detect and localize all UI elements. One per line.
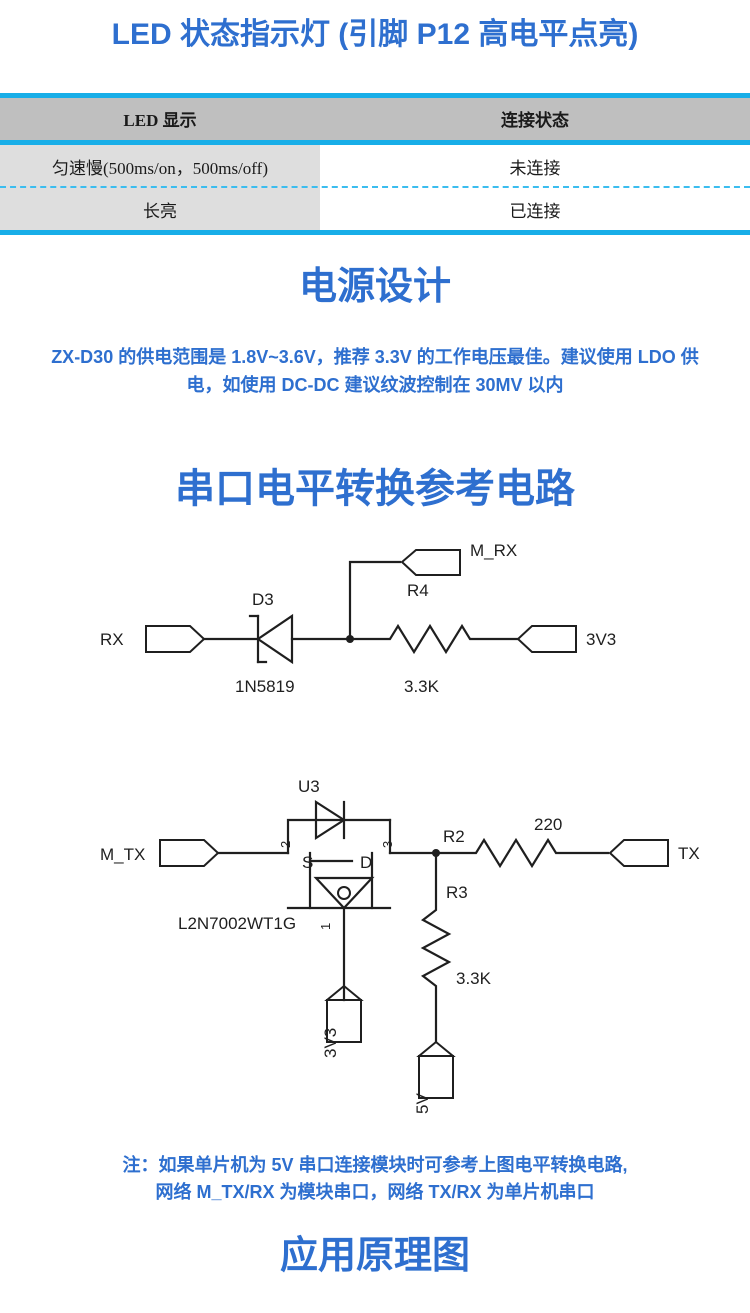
table-top-rule	[0, 93, 750, 98]
circuit-tx-port-in-label: M_TX	[100, 845, 145, 864]
table-header-separator-rule	[0, 140, 750, 145]
section-title-level-conversion: 串口电平转换参考电路	[175, 467, 575, 511]
circuit-rx-level-shifter: RX D3 1N5819 M_RX R4 3.3K 3V3	[100, 541, 616, 696]
section-title-power-design: 电源设计	[298, 266, 451, 308]
section-title-application-diagram: 应用原理图	[279, 1235, 470, 1277]
table-cell-led-blink-slow: 匀速慢(500ms/on，500ms/off)	[52, 159, 268, 178]
circuit-rx-port-mrx-label: M_RX	[470, 541, 517, 560]
circuit-tx-mosfet-part-label: L2N7002WT1G	[178, 914, 296, 933]
note-line-1: 注：如果单片机为 5V 串口连接模块时可参考上图电平转换电路,	[122, 1155, 628, 1175]
table-cell-status-disconnected: 未连接	[509, 159, 561, 178]
circuit-tx-mosfet-ref-label: U3	[298, 777, 320, 796]
level-conversion-note: 注：如果单片机为 5V 串口连接模块时可参考上图电平转换电路, 网络 M_TX/…	[28, 1152, 722, 1206]
circuit-tx-gate-arrow	[313, 876, 375, 910]
table-header-connection-status: 连接状态	[501, 111, 569, 130]
circuit-tx-port-3v3-tip	[324, 984, 364, 1001]
circuit-tx-port-5v-symbol	[418, 1055, 454, 1099]
circuit-tx-port-5v-label: 5V	[413, 1093, 432, 1114]
circuit-rx-port-in-symbol	[145, 625, 206, 653]
level-conversion-schematics: RX D3 1N5819 M_RX R4 3.3K 3V3 M_TX	[0, 530, 750, 1150]
circuit-tx-pin-drain-label: D	[360, 853, 372, 872]
circuit-tx-pin-number-source: 2	[278, 841, 293, 848]
circuit-rx-resistor-ref-label: R4	[407, 581, 429, 600]
circuit-rx-port-3v3-label: 3V3	[586, 630, 616, 649]
circuit-tx-pulldown-resistor-value-label: 3.3K	[456, 969, 492, 988]
circuit-tx-pin-number-gate: 1	[318, 923, 333, 930]
circuit-tx-gate-bubble	[337, 886, 351, 900]
circuit-tx-series-resistor-ref-label: R2	[443, 827, 465, 846]
wire-junction-to-mrx	[348, 560, 402, 641]
circuit-rx-port-3v3-symbol	[516, 625, 577, 653]
circuit-tx-level-shifter: M_TX U3 2 3 S D 1 L2N7002WT1G 3V3	[100, 777, 700, 1114]
circuit-rx-port-in-label: RX	[100, 630, 124, 649]
circuit-tx-pulldown-resistor-ref-label: R3	[446, 883, 468, 902]
circuit-rx-diode-schottky-hooks	[248, 614, 268, 664]
circuit-tx-pin-source-label: S	[302, 853, 313, 872]
circuit-rx-diode-part-label: 1N5819	[235, 677, 295, 696]
circuit-rx-diode-ref-label: D3	[252, 590, 274, 609]
circuit-tx-pin-number-drain: 3	[380, 841, 395, 848]
table-header-led-display: LED 显示	[123, 111, 197, 130]
circuit-rx-resistor-symbol	[348, 623, 520, 655]
circuit-tx-series-resistor-value-label: 220	[534, 815, 562, 834]
table-cell-led-solid-on: 长亮	[143, 202, 177, 221]
circuit-tx-pulldown-resistor-symbol	[420, 851, 452, 1044]
table-cell-status-connected: 已连接	[509, 202, 561, 221]
table-bottom-rule	[0, 230, 750, 235]
circuit-tx-port-5v-tip	[416, 1040, 456, 1057]
circuit-rx-resistor-value-label: 3.3K	[404, 677, 440, 696]
circuit-rx-diode-triangle	[256, 613, 294, 665]
circuit-tx-port-out-label: TX	[678, 844, 700, 863]
led-status-table: LED 显示 连接状态 匀速慢(500ms/on，500ms/off) 未连接 …	[0, 93, 750, 235]
circuit-tx-port-in-symbol	[159, 839, 220, 867]
circuit-tx-port-3v3-label: 3V3	[321, 1028, 340, 1058]
circuit-tx-body-diode-triangle	[314, 799, 347, 841]
power-design-description: ZX-D30 的供电范围是 1.8V~3.6V，推荐 3.3V 的工作电压最佳。…	[51, 347, 699, 395]
wire-body-diode-left	[286, 818, 392, 855]
circuit-tx-series-resistor-symbol	[434, 837, 610, 869]
circuit-rx-port-mrx-symbol	[400, 549, 461, 576]
note-line-2: 网络 M_TX/RX 为模块串口，网络 TX/RX 为单片机串口	[155, 1182, 595, 1202]
table-row-divider-dashed	[0, 186, 750, 188]
page-title-led-status: LED 状态指示灯 (引脚 P12 高电平点亮)	[111, 18, 639, 51]
table-header-band	[0, 98, 750, 140]
circuit-tx-port-out-symbol	[608, 839, 669, 867]
